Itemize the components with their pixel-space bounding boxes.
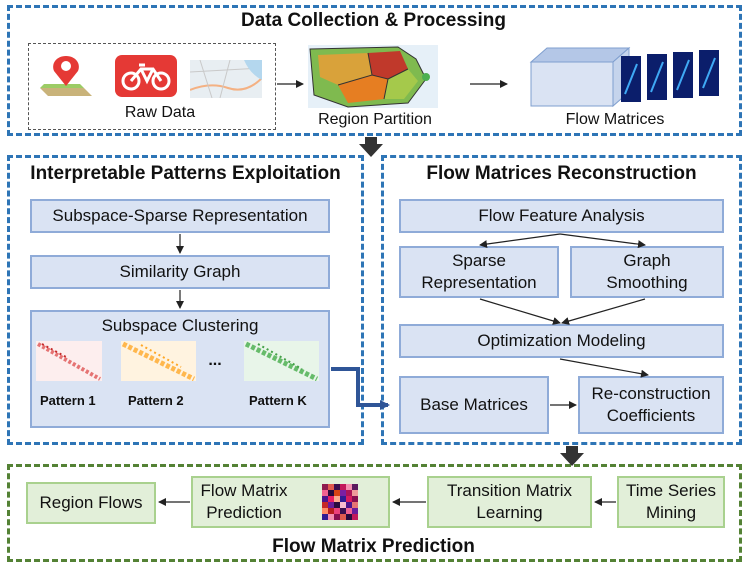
fmp-line-2: Prediction bbox=[206, 503, 282, 522]
reconstruction-title: Flow Matrices Reconstruction bbox=[426, 163, 697, 184]
reconstruction-section bbox=[381, 155, 742, 445]
subspace-clustering-label: Subspace Clustering bbox=[101, 316, 259, 335]
optimization-modeling-box: Optimization Modeling bbox=[399, 324, 724, 358]
pattern-1-heatmap bbox=[36, 341, 102, 381]
flow-matrices-stack bbox=[525, 44, 725, 109]
subspace-sparse-box: Subspace-Sparse Representation bbox=[30, 199, 330, 233]
graph-smoothing-box: Graph Smoothing bbox=[570, 246, 724, 298]
raw-data-label: Raw Data bbox=[124, 104, 196, 121]
pattern-k-heatmap bbox=[244, 341, 319, 382]
prediction-section bbox=[7, 464, 742, 562]
patterns-title: Interpretable Patterns Exploitation bbox=[30, 163, 341, 184]
pattern-1-label: Pattern 1 bbox=[40, 393, 96, 408]
graph-line-2: Smoothing bbox=[606, 273, 688, 292]
transition-matrix-learning-box: Transition Matrix Learning bbox=[427, 476, 592, 528]
sparse-line-1: Sparse bbox=[452, 250, 506, 270]
sparse-representation-box: Sparse Representation bbox=[399, 246, 559, 298]
coef-line-1: Re-construction bbox=[591, 383, 711, 403]
bike-icon bbox=[115, 55, 177, 97]
reconstruction-coefficients-box: Re-construction Coefficients bbox=[578, 376, 724, 434]
heatmap-icon bbox=[322, 484, 358, 520]
region-flows-box: Region Flows bbox=[26, 482, 156, 524]
city-map-icon bbox=[189, 59, 263, 99]
pattern-2-heatmap bbox=[121, 341, 196, 382]
big-arrow-bottom bbox=[560, 446, 584, 466]
similarity-graph-box: Similarity Graph bbox=[30, 255, 330, 289]
tsm-line-1: Time Series bbox=[625, 480, 717, 500]
coef-line-2: Coefficients bbox=[606, 406, 696, 425]
tsm-line-2: Mining bbox=[645, 503, 697, 522]
raw-data-group bbox=[28, 43, 276, 130]
pattern-ellipsis: ... bbox=[208, 352, 222, 369]
tml-line-2: Learning bbox=[476, 503, 543, 522]
base-matrices-box: Base Matrices bbox=[399, 376, 549, 434]
patterns-section bbox=[7, 155, 364, 445]
region-partition-map bbox=[308, 45, 438, 108]
sparse-line-2: Representation bbox=[421, 273, 537, 292]
pattern-k-label: Pattern K bbox=[249, 393, 307, 408]
prediction-title: Flow Matrix Prediction bbox=[272, 536, 475, 557]
flow-feature-analysis-box: Flow Feature Analysis bbox=[399, 199, 724, 233]
map-pin-icon bbox=[36, 52, 96, 98]
flow-matrices-label: Flow Matrices bbox=[565, 111, 665, 128]
pattern-2-label: Pattern 2 bbox=[128, 393, 184, 408]
region-partition-label: Region Partition bbox=[318, 111, 432, 128]
graph-line-1: Graph bbox=[623, 250, 671, 270]
data-collection-section bbox=[7, 5, 742, 136]
data-collection-title: Data Collection & Processing bbox=[240, 10, 506, 31]
big-arrow-top bbox=[359, 137, 383, 157]
tml-line-1: Transition Matrix bbox=[446, 480, 572, 500]
fmp-line-1: Flow Matrix bbox=[200, 481, 288, 500]
time-series-mining-box: Time Series Mining bbox=[617, 476, 725, 528]
